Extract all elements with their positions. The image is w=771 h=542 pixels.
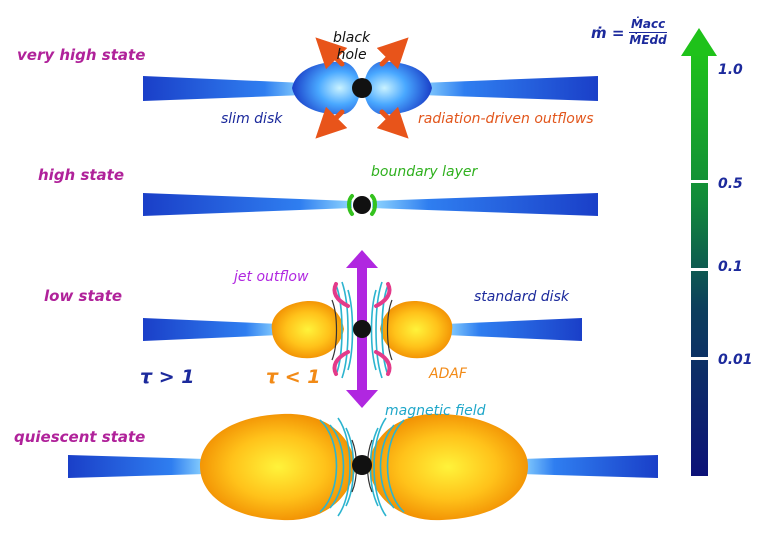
low-state-diagram xyxy=(143,250,582,408)
thin-disk-right xyxy=(372,193,598,216)
scale-tick-1-0: 1.0 xyxy=(718,62,743,78)
adaf-label: ADAF xyxy=(429,366,467,382)
formula-numerator: Ṁacc xyxy=(628,17,668,33)
slim-disk-label: slim disk xyxy=(221,111,283,127)
thin-disk-left xyxy=(143,193,352,216)
black-hole-low xyxy=(353,320,371,338)
accretion-rate-scale xyxy=(681,28,717,476)
black-hole-very-high xyxy=(352,78,372,98)
outer-disk-right xyxy=(520,455,658,478)
black-hole-high xyxy=(353,196,371,214)
scale-tick-0-1: 0.1 xyxy=(718,259,743,275)
adaf-right-large xyxy=(368,413,528,521)
quiescent-state-label: quiescent state xyxy=(14,428,146,446)
black-hole-label-line1: black xyxy=(333,30,371,46)
accretion-rate-formula: ṁ = Ṁacc ṀEdd xyxy=(591,18,669,47)
scale-tick-0-01: 0.01 xyxy=(718,352,753,368)
magnetic-field-label: magnetic field xyxy=(385,403,486,419)
standard-disk-label: standard disk xyxy=(474,289,569,305)
standard-disk-left xyxy=(143,318,280,341)
black-hole-quiescent xyxy=(352,455,372,475)
standard-disk-right xyxy=(445,318,582,341)
jet-side-arrows xyxy=(332,282,392,376)
slim-disk-right-thin xyxy=(420,76,598,101)
very-high-state-diagram xyxy=(143,37,598,139)
slim-disk-left-bulge xyxy=(292,61,360,115)
high-state-diagram xyxy=(143,193,598,216)
boundary-layer-marks xyxy=(347,194,377,216)
jet-outflow-label: jet outflow xyxy=(234,269,309,285)
formula-fraction: Ṁacc ṀEdd xyxy=(627,18,668,47)
outer-disk-left xyxy=(68,455,206,478)
low-magnetic-field-lines xyxy=(335,281,389,379)
adaf-right-lobe xyxy=(380,301,453,359)
black-hole-label: black hole xyxy=(333,30,370,64)
boundary-layer-label: boundary layer xyxy=(371,164,478,180)
scale-bar xyxy=(691,52,708,476)
formula-denominator: ṀEdd xyxy=(629,33,667,47)
very-high-state-label: very high state xyxy=(17,46,146,64)
scale-tick-separators xyxy=(691,180,708,360)
quiescent-state-diagram xyxy=(68,413,658,521)
slim-disk-right-bulge xyxy=(364,61,432,115)
adaf-left-lobe xyxy=(271,301,344,359)
black-hole-label-line2: hole xyxy=(336,47,367,63)
high-state-label: high state xyxy=(38,166,125,184)
adaf-left-large xyxy=(200,413,356,521)
radiation-outflow-arrows xyxy=(315,37,409,139)
low-field-dark-lines xyxy=(331,299,393,361)
radiation-outflows-label: radiation-driven outflows xyxy=(418,111,594,127)
tau-less-label: τ < 1 xyxy=(266,366,321,388)
formula-lhs: ṁ = xyxy=(591,23,625,42)
tau-greater-label: τ > 1 xyxy=(140,366,195,388)
scale-arrow-head xyxy=(681,28,717,56)
low-state-label: low state xyxy=(44,287,123,305)
slim-disk-left-thin xyxy=(143,76,305,101)
scale-tick-0-5: 0.5 xyxy=(718,176,743,192)
